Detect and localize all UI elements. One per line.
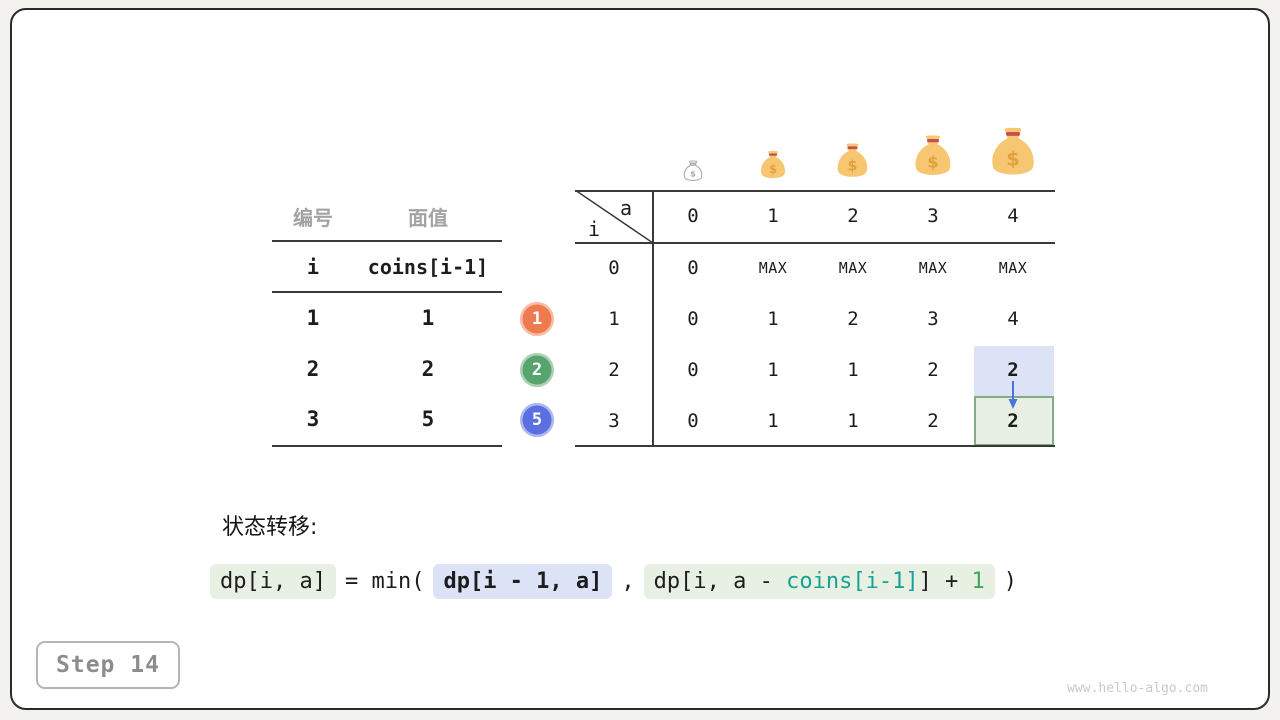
down-arrow-icon: [1008, 381, 1018, 409]
dp-table-top-line: [575, 190, 1055, 192]
dp-corner-diagonal: [575, 190, 653, 243]
coin-row-1: 1 1: [272, 293, 502, 343]
coin-var-i: i: [306, 254, 320, 279]
coin-header-no: 编号: [293, 205, 333, 230]
dp-row-2: 2 0 1 1 2 2: [575, 345, 1053, 396]
dp-col-header: 2: [847, 205, 859, 227]
coin-table-line: [272, 291, 502, 293]
dp-cell: 1: [767, 359, 779, 381]
step-indicator: Step 14: [36, 641, 180, 689]
coin-value: 2: [421, 357, 435, 381]
coin-row-2: 2 2: [272, 344, 502, 394]
dp-row-label: 3: [608, 410, 620, 432]
coin-row-3: 3 5: [272, 394, 502, 444]
formula-arg2-coins: coins[i-1]: [786, 568, 919, 594]
dp-col-header: 0: [687, 205, 699, 227]
coin-no: 2: [306, 357, 320, 381]
dp-row-0: 0 0 MAX MAX MAX MAX: [575, 243, 1053, 294]
coin-table-header: 编号 面值: [272, 192, 502, 240]
dp-cell-highlight-target: 2: [1007, 410, 1019, 432]
dp-cell: 0: [687, 359, 699, 381]
formula-eq-min: = min(: [344, 568, 425, 594]
dp-col-header: 1: [767, 205, 779, 227]
watermark: www.hello-algo.com: [1067, 681, 1208, 696]
dp-row-label: 2: [608, 359, 620, 381]
coin-badge-5: 5: [520, 403, 554, 437]
dp-cell: 0: [687, 257, 699, 279]
formula-arg2-chip: dp[i, a - coins[i-1]] + 1: [643, 563, 995, 599]
coin-table-var-row: i coins[i-1]: [272, 242, 502, 291]
dp-row-label: 1: [608, 308, 620, 330]
dp-cell: 2: [927, 410, 939, 432]
coin-header-value: 面值: [408, 205, 448, 230]
dp-row-label: 0: [608, 257, 620, 279]
money-bag-icon: $: [915, 135, 951, 175]
formula-lhs-chip: dp[i, a]: [210, 563, 336, 599]
formula-comma: ,: [621, 568, 635, 594]
formula-arg2-prefix: dp[i, a -: [653, 568, 787, 594]
dp-cell: 4: [1007, 308, 1019, 330]
dp-cell: 1: [767, 410, 779, 432]
dp-col-headers: 0 1 2 3 4: [653, 190, 1053, 243]
transition-formula: dp[i, a] = min( dp[i - 1, a] , dp[i, a -…: [210, 560, 1026, 602]
coin-no: 1: [306, 306, 320, 330]
dp-cell: 0: [687, 410, 699, 432]
dp-cell: 2: [927, 359, 939, 381]
formula-arg2-mid: ] +: [918, 568, 972, 594]
coin-no: 3: [306, 407, 320, 431]
dp-table-header-line: [575, 242, 1055, 244]
coin-value: 5: [421, 407, 435, 431]
dp-cell: MAX: [838, 259, 868, 277]
dp-col-header: 4: [1007, 205, 1019, 227]
svg-text:$: $: [690, 169, 696, 179]
coin-table-line: [272, 445, 502, 447]
dp-cell: 1: [767, 308, 779, 330]
svg-text:$: $: [769, 163, 777, 176]
money-bag-icon: $: [761, 151, 785, 179]
transition-title: 状态转移:: [222, 515, 318, 540]
coin-table-line: [272, 240, 502, 242]
dp-cell: MAX: [918, 259, 948, 277]
coin-badge-2: 2: [520, 353, 554, 387]
money-bag-outline-icon: $: [683, 160, 703, 181]
svg-text:$: $: [927, 152, 938, 171]
dp-cell: MAX: [998, 259, 1028, 277]
dp-row-3: 3 0 1 1 2 2: [575, 396, 1053, 446]
dp-cell: 2: [847, 308, 859, 330]
dp-corner-col-var: a: [620, 196, 633, 220]
money-bag-icon: $: [837, 143, 868, 177]
dp-cell: 1: [847, 359, 859, 381]
dp-cell: 1: [847, 410, 859, 432]
dp-cell: 0: [687, 308, 699, 330]
dp-col-header: 3: [927, 205, 939, 227]
svg-text:$: $: [1006, 148, 1020, 171]
dp-table-vertical-line: [652, 190, 654, 447]
money-bag-icon: $: [992, 127, 1034, 175]
formula-arg1-chip: dp[i - 1, a]: [433, 563, 613, 599]
coin-badge-1: 1: [520, 302, 554, 336]
dp-corner-row-var: i: [588, 217, 601, 241]
dp-table-bottom-line: [575, 445, 1055, 447]
svg-text:$: $: [848, 158, 858, 174]
dp-cell: 3: [927, 308, 939, 330]
coin-var-coins: coins[i-1]: [367, 254, 489, 279]
dp-row-1: 1 0 1 2 3 4: [575, 294, 1053, 345]
coin-value: 1: [421, 306, 435, 330]
dp-cell: MAX: [758, 259, 788, 277]
formula-arg2-one: 1: [971, 568, 985, 594]
dp-cell-highlight-source: 2: [1007, 359, 1019, 381]
formula-close-paren: ): [1003, 568, 1018, 594]
